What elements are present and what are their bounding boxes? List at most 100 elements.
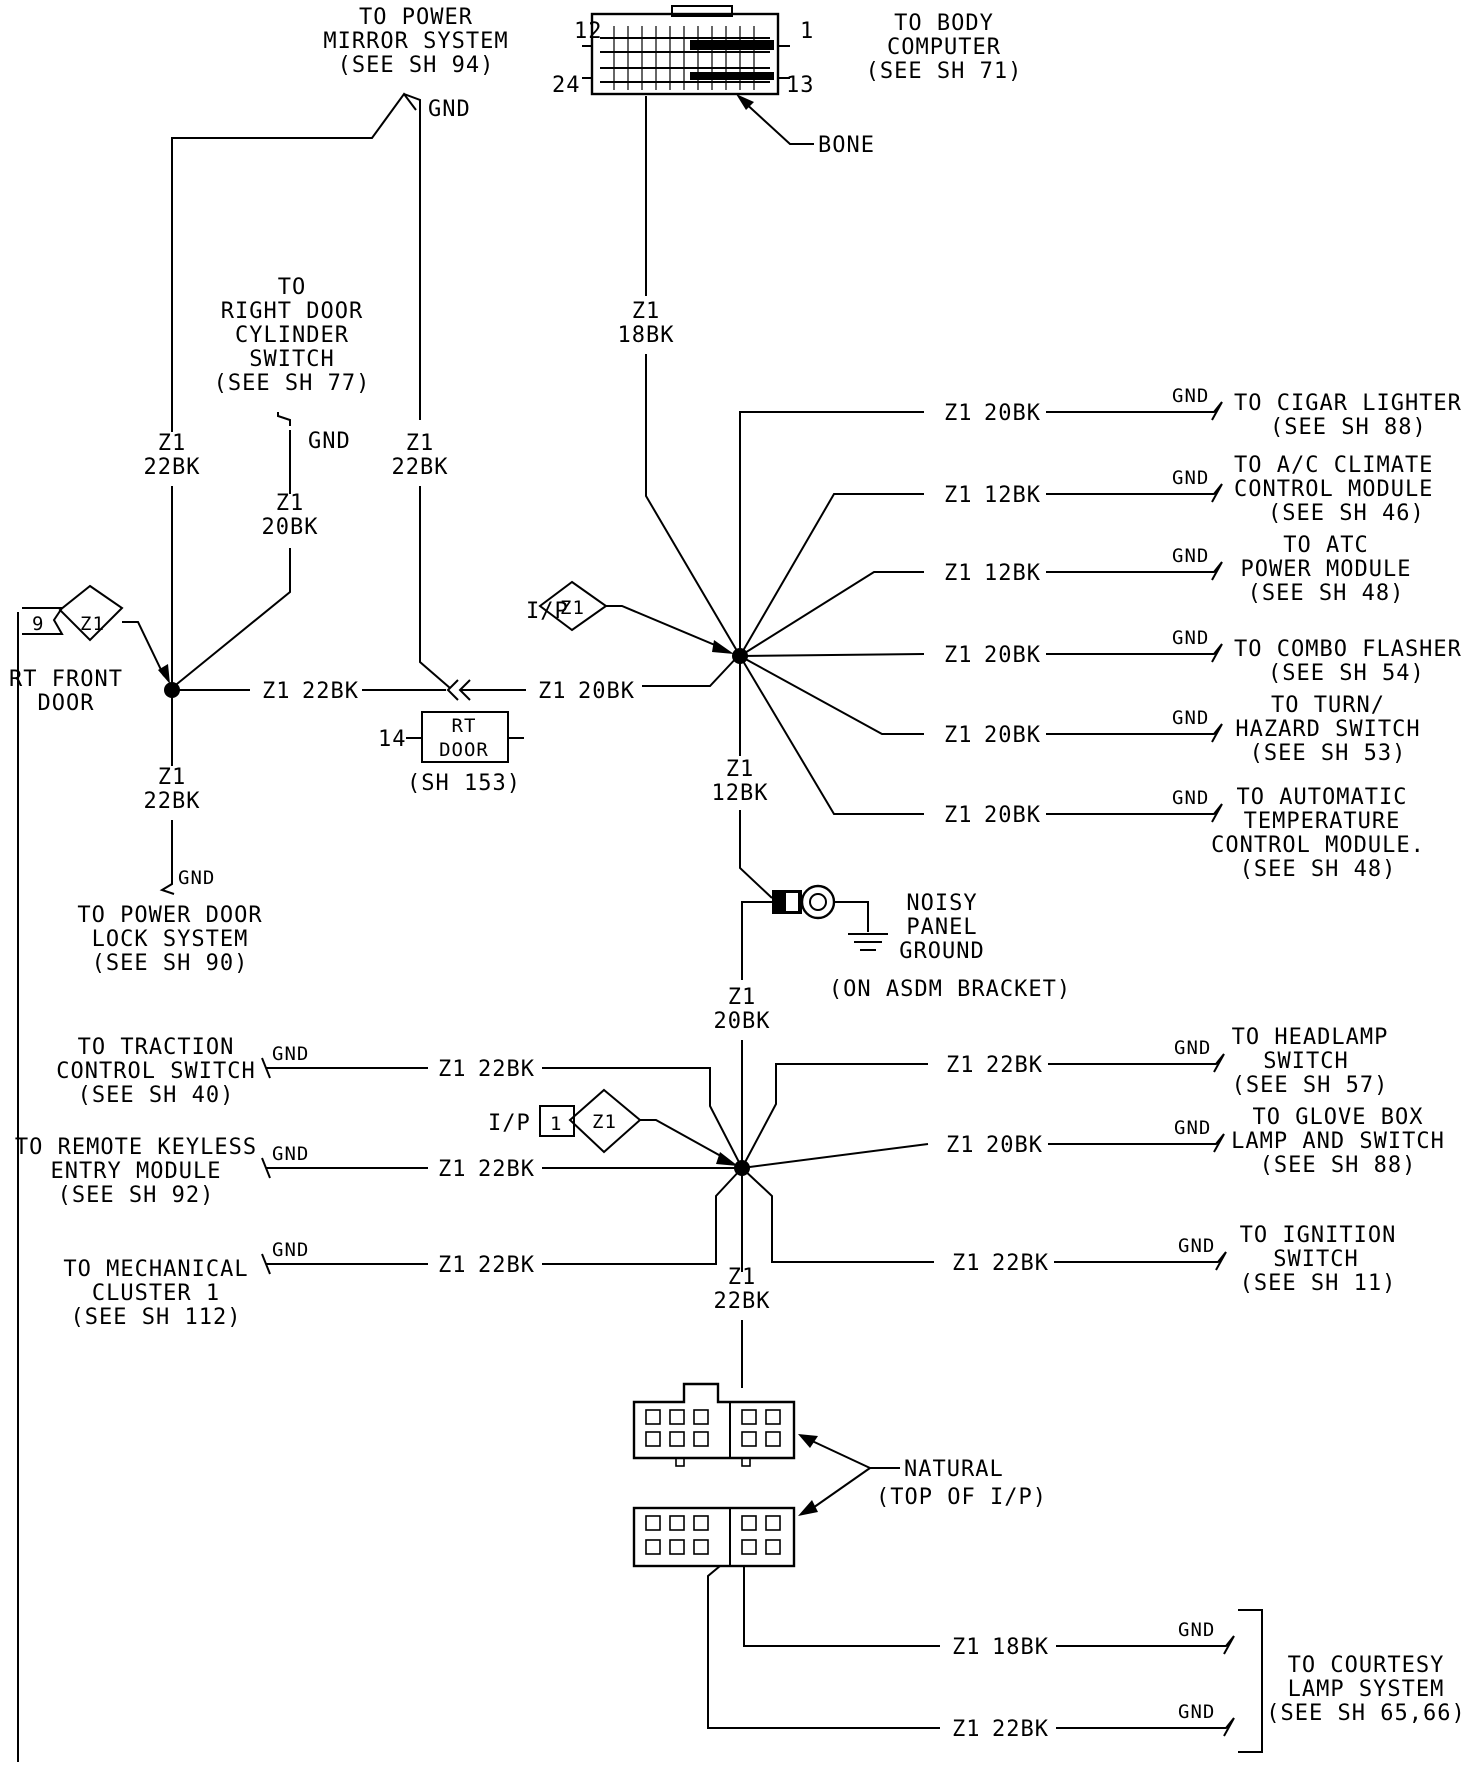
wire-label-z1: Z1 [944, 803, 973, 828]
svg-text:(SEE SH 57): (SEE SH 57) [1232, 1073, 1389, 1098]
svg-text:TO BODY: TO BODY [894, 11, 994, 36]
wire-label-12bk: 12BK [712, 781, 769, 806]
wire-label-20bk: 20BK [986, 1133, 1043, 1158]
wire-label-z1: Z1 [946, 1053, 975, 1078]
wire-label-22bk: 22BK [144, 789, 201, 814]
natural-leader-top [809, 1439, 871, 1469]
pin-24-label: 24 [552, 73, 581, 98]
svg-text:(SEE SH 65,66): (SEE SH 65,66) [1266, 1701, 1465, 1726]
gnd-label: GND [1172, 545, 1209, 567]
svg-text:CYLINDER: CYLINDER [235, 323, 349, 348]
wire-label-20bk: 20BK [262, 515, 319, 540]
door-lock-gnd-label: GND [178, 867, 215, 889]
body-computer-wire-down [645, 354, 741, 657]
asdm-bracket-label: (ON ASDM BRACKET) [829, 977, 1071, 1002]
power-door-lock-label: TO POWER DOOR LOCK SYSTEM (SEE SH 90) [77, 903, 261, 976]
wire-label-z1: Z1 [946, 1133, 975, 1158]
svg-text:SWITCH: SWITCH [1263, 1049, 1348, 1074]
svg-text:CONTROL MODULE: CONTROL MODULE [1234, 477, 1433, 502]
courtesy-wire-1-right [1056, 1635, 1235, 1655]
auto-temp-label: TO AUTOMATIC TEMPERATURE CONTROL MODULE.… [1211, 785, 1424, 882]
power-mirror-label: TO POWER MIRROR SYSTEM (SEE SH 94) [323, 5, 507, 78]
svg-text:TO A/C CLIMATE: TO A/C CLIMATE [1234, 453, 1433, 478]
splice-9-label: 9 [32, 613, 44, 635]
svg-text:(SEE SH 48): (SEE SH 48) [1248, 581, 1405, 606]
svg-text:(SEE SH 54): (SEE SH 54) [1268, 661, 1425, 686]
ip-1-box [539, 1105, 575, 1137]
rt-front-door-label: RT FRONT DOOR [9, 667, 123, 716]
wire-label-20bk: 20BK [984, 643, 1041, 668]
svg-text:(SEE SH 77): (SEE SH 77) [214, 371, 371, 396]
bone-leader [741, 99, 814, 145]
gnd-label: GND [1172, 707, 1209, 729]
gnd-label: GND [272, 1239, 309, 1261]
splice-rt-front-door [22, 584, 124, 642]
wire-label-20bk: 20BK [984, 401, 1041, 426]
wire-label-z1: Z1 [952, 1635, 981, 1660]
svg-text:(SEE SH 11): (SEE SH 11) [1240, 1271, 1397, 1296]
ip-1-label: 1 [550, 1113, 562, 1135]
wire-label-18bk: 18BK [992, 1635, 1049, 1660]
wire-label-z1: Z1 [158, 765, 187, 790]
svg-text:CLUSTER 1: CLUSTER 1 [92, 1281, 220, 1306]
ip-label: I/P [488, 1111, 531, 1136]
svg-text:COMPUTER: COMPUTER [887, 35, 1001, 60]
svg-text:TO CIGAR LIGHTER: TO CIGAR LIGHTER [1234, 391, 1462, 416]
natural-label: NATURAL (TOP OF I/P) [876, 1457, 1047, 1510]
rt-door-label-2: DOOR [439, 739, 489, 761]
svg-text:TO GLOVE BOX: TO GLOVE BOX [1253, 1105, 1424, 1130]
wire-label-22bk: 22BK [992, 1717, 1049, 1742]
gnd-label: GND [1172, 467, 1209, 489]
wire-label-z1: Z1 [726, 757, 755, 782]
svg-text:SWITCH: SWITCH [249, 347, 334, 372]
svg-text:RT FRONT: RT FRONT [9, 667, 123, 692]
gnd-label: GND [1178, 1235, 1215, 1257]
svg-text:TO HEADLAMP: TO HEADLAMP [1232, 1025, 1389, 1050]
svg-text:POWER MODULE: POWER MODULE [1241, 557, 1412, 582]
wire-label-z1: Z1 [438, 1253, 467, 1278]
svg-text:TO IGNITION: TO IGNITION [1240, 1223, 1397, 1248]
svg-text:LOCK SYSTEM: LOCK SYSTEM [92, 927, 249, 952]
svg-text:(TOP OF I/P): (TOP OF I/P) [876, 1485, 1047, 1510]
mechanical-cluster-label: TO MECHANICAL CLUSTER 1 (SEE SH 112) [63, 1257, 247, 1330]
wire-label-z1: Z1 [538, 679, 567, 704]
svg-text:TO AUTOMATIC: TO AUTOMATIC [1237, 785, 1408, 810]
headlamp-label: TO HEADLAMP SWITCH (SEE SH 57) [1232, 1025, 1389, 1098]
ip-arrow-line [606, 605, 723, 649]
gnd-label: GND [1172, 627, 1209, 649]
ip-z1-diamond [538, 580, 608, 632]
wire-label-22bk: 22BK [392, 455, 449, 480]
lower-left-wires [261, 1057, 428, 1275]
svg-text:(SEE SH 53): (SEE SH 53) [1250, 741, 1407, 766]
ground-icon [848, 933, 888, 951]
natural-connector-bottom [632, 1506, 796, 1568]
pin-1-label: 1 [800, 19, 814, 44]
ground-eyelet [772, 884, 836, 920]
svg-text:(SEE SH 71): (SEE SH 71) [866, 59, 1023, 84]
gnd-label: GND [272, 1043, 309, 1065]
bone-label: BONE [818, 133, 875, 158]
natural-leader-bottom [809, 1467, 871, 1511]
svg-text:TO COURTESY: TO COURTESY [1288, 1653, 1445, 1678]
svg-text:(SEE SH 112): (SEE SH 112) [71, 1305, 242, 1330]
svg-text:(SEE SH 88): (SEE SH 88) [1260, 1153, 1417, 1178]
svg-text:(SEE SH 92): (SEE SH 92) [58, 1183, 215, 1208]
courtesy-bracket [1238, 1609, 1263, 1753]
ip-z1-label: Z1 [560, 597, 585, 619]
gnd-label: GND [1172, 385, 1209, 407]
wire-label-22bk: 22BK [986, 1053, 1043, 1078]
svg-text:DOOR: DOOR [38, 691, 95, 716]
wire-label-z1: Z1 [438, 1157, 467, 1182]
svg-text:TO TURN/: TO TURN/ [1271, 693, 1385, 718]
wire-label-22bk: 22BK [478, 1057, 535, 1082]
lower-splice-right-spokes [741, 1063, 934, 1263]
splice-z1-label: Z1 [80, 613, 105, 635]
mirror-gnd-label: GND [428, 97, 471, 122]
mirror-wire-b [403, 93, 421, 420]
rt-front-door-arrow-line [122, 621, 165, 677]
ground-wire [739, 810, 773, 899]
rt-door-wire-to-splice [642, 653, 741, 687]
ip-arrowhead [712, 640, 734, 654]
gnd-label: GND [1172, 787, 1209, 809]
